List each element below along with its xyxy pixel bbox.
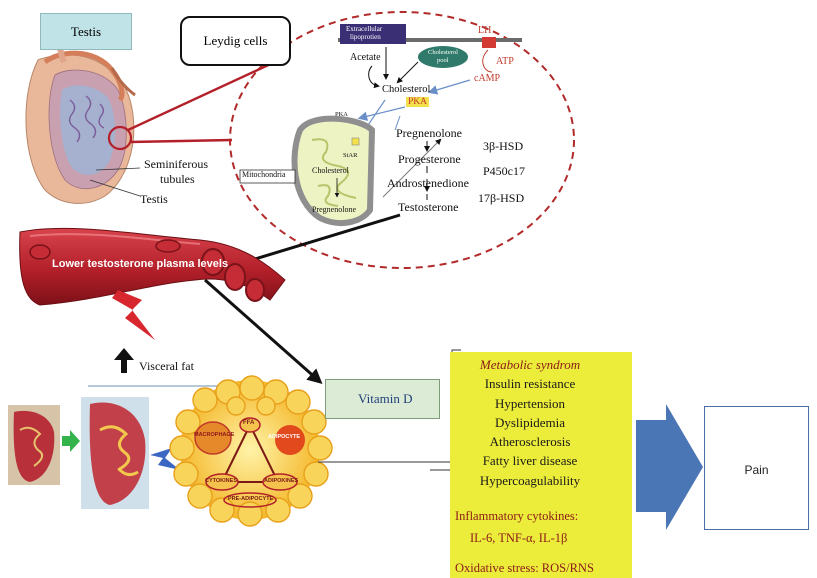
- green-arrow-icon: [62, 430, 80, 452]
- arrow-to-vessel: [226, 213, 401, 271]
- testis-title-box: Testis: [40, 13, 132, 50]
- cholesterol-label: Cholesterol: [382, 84, 431, 95]
- pregnenolone-label: Pregnenolone: [396, 126, 462, 140]
- seminiferous-label: Seminiferous: [144, 157, 208, 171]
- up-arrow-icon: [114, 348, 134, 373]
- enzyme-17b-hsd: 17β-HSD: [478, 191, 525, 205]
- vitamin-d-box: Vitamin D: [325, 379, 440, 419]
- cholesterol-pool-label-1: Cholesterol: [428, 49, 458, 56]
- mitochondria-label-box: [239, 169, 296, 184]
- cholesterol-pool-label-2: pool: [437, 57, 449, 64]
- conditions-box: Metabolic syndrom Insulin resistance Hyp…: [450, 352, 632, 578]
- abdomen-image-left: [8, 405, 60, 485]
- leydig-zoom-circle: [107, 125, 133, 151]
- blood-vessel: [19, 227, 286, 306]
- vitamin-d-label: Vitamin D: [358, 391, 413, 406]
- acetate-label: Acetate: [350, 52, 381, 63]
- vessel-label: Lower testosterone plasma levels: [52, 258, 229, 270]
- androstenedione-label: Androstenedione: [387, 176, 469, 190]
- inflammatory-values: IL-6, TNF-α, IL-1β: [470, 531, 568, 545]
- testis-label: Testis: [140, 192, 168, 206]
- condition-item: Hypercoagulability: [479, 473, 581, 488]
- pain-box: Pain: [704, 406, 809, 530]
- big-arrow-to-pain: [636, 404, 703, 530]
- zoom-line-top: [127, 53, 291, 132]
- camp-label: cAMP: [474, 73, 501, 84]
- condition-item: Insulin resistance: [484, 376, 576, 391]
- adipokines-label: ADIPOKINES: [264, 478, 299, 484]
- star-label: StAR: [343, 152, 358, 159]
- testosterone-label: Testosterone: [398, 200, 459, 214]
- adipocyte-label: ADIPOCYTE: [268, 434, 301, 440]
- cytokines-label: CYTOKINES: [205, 478, 237, 484]
- extracellular-label: Extracellular: [346, 25, 383, 33]
- ffa-label: FFA: [243, 420, 255, 426]
- lipoprotein-label-bg: [340, 24, 406, 44]
- lipoprotien-label: lipoprotien: [350, 33, 381, 41]
- abdomen-image-right: [81, 397, 149, 509]
- pka-small-label: PKA: [335, 111, 349, 118]
- pre-adipocyte-label: PRE-ADIPOCYTE: [228, 496, 274, 502]
- progesterone-label: Progesterone: [398, 152, 461, 166]
- inflammatory-label: Inflammatory cytokines:: [455, 509, 579, 523]
- oxidative-stress-label: Oxidative stress: ROS/RNS: [455, 561, 594, 575]
- tubules-label: tubules: [160, 172, 195, 186]
- pain-label: Pain: [744, 463, 769, 477]
- condition-item: Dyslipidemia: [494, 415, 566, 430]
- mito-cholesterol-label: Cholesterol: [312, 166, 349, 175]
- enzyme-p450c17: P450c17: [483, 164, 525, 178]
- macrophage-label: MACROPHAGE: [194, 432, 235, 438]
- small-lightning-icon: [150, 448, 180, 470]
- condition-item: Hypertension: [494, 396, 566, 411]
- atp-label: ATP: [496, 56, 514, 67]
- lh-label: LH: [478, 25, 492, 36]
- testis-title: Testis: [70, 23, 102, 39]
- leydig-cells-box: Leydig cells: [180, 16, 291, 66]
- enzyme-3b-hsd: 3β-HSD: [483, 139, 524, 153]
- zoom-line-bottom: [129, 138, 233, 144]
- condition-item: Fatty liver disease: [482, 453, 578, 468]
- leydig-cell-ellipse: [229, 11, 575, 269]
- leydig-cells-title: Leydig cells: [203, 33, 268, 48]
- cholesterol-pool: [418, 46, 468, 68]
- testis-illustration: [25, 29, 141, 204]
- arrow-to-vitamin-d: [204, 278, 323, 384]
- metabolic-syndrome-title: Metabolic syndrom: [479, 357, 581, 372]
- mito-pregnenolone-label: Pregnenolone: [312, 205, 356, 214]
- lightning-bolt-icon: [112, 290, 155, 340]
- condition-item: Atherosclerosis: [489, 434, 571, 449]
- mitochondria-label: Mitochondria: [242, 170, 286, 179]
- visceral-fat-label: Visceral fat: [139, 359, 194, 373]
- pka-label: PKA: [406, 97, 430, 107]
- adipose-tissue: [169, 375, 333, 527]
- lh-receptor: [482, 37, 496, 48]
